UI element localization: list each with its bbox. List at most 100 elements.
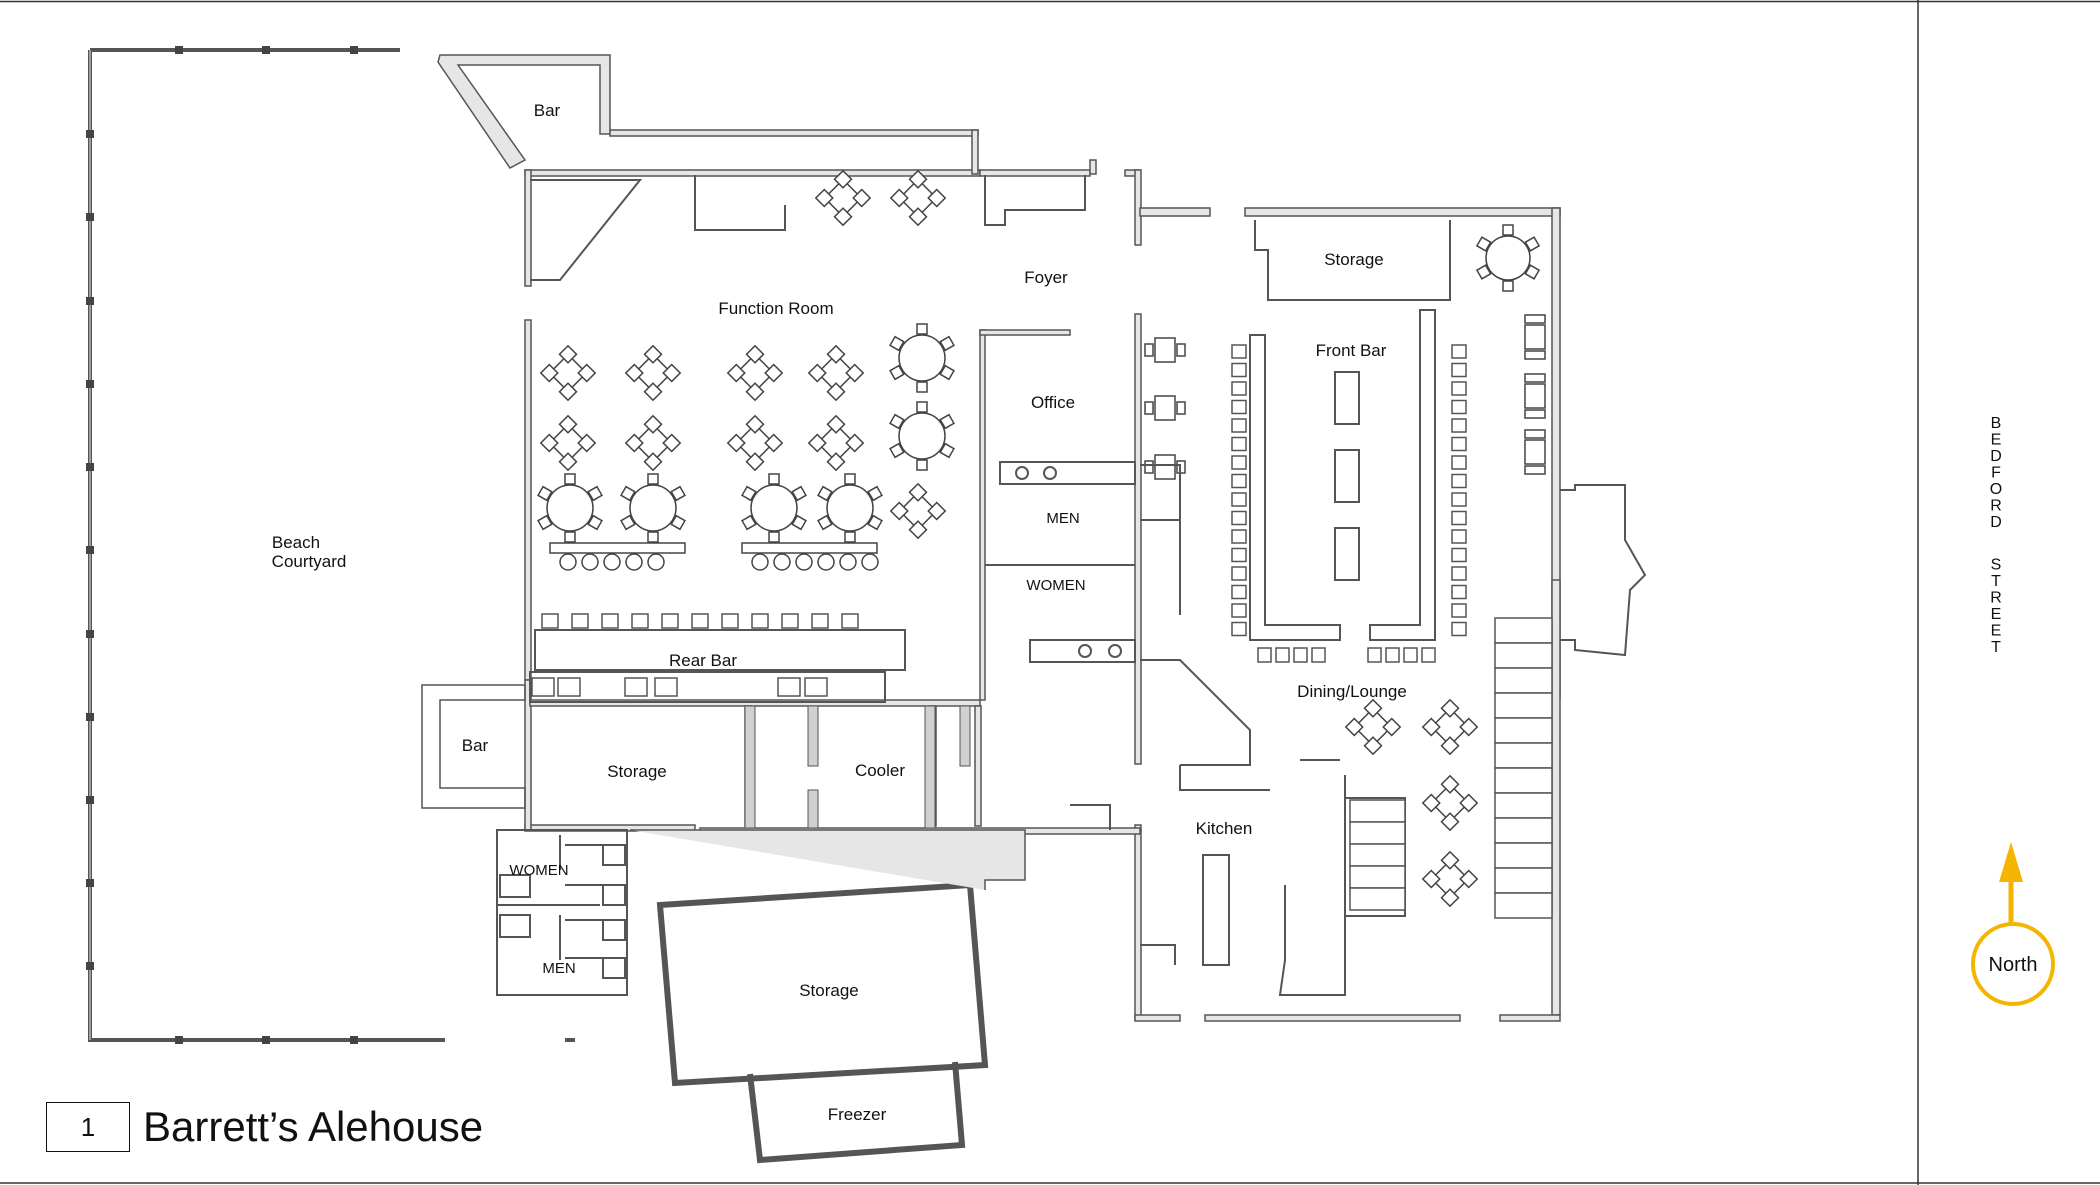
table-square [539,344,597,402]
bar-stool [1231,381,1247,396]
street-letter: E [1991,432,2002,449]
bar-stool [1231,492,1247,507]
north-arrow-head-icon [1999,842,2023,882]
rear-bar-stools [531,613,859,697]
room-label-office: Office [1031,393,1075,412]
room-label-freezer: Freezer [828,1105,887,1124]
bar-stool [1257,647,1272,663]
room-label-storage-south: Storage [799,981,859,1000]
table-two-top [1524,429,1546,475]
bar-stool [1451,344,1467,359]
stair-tread [1494,667,1553,694]
cabinet [777,677,801,697]
cabinet [531,677,555,697]
room-label-bar-west: Bar [462,736,489,755]
street-letter: R [1990,590,2002,607]
stair-tread [1494,892,1553,919]
drawing-number: 1 [46,1102,130,1152]
stair-tread [1349,799,1406,823]
bar-stool [1231,399,1247,415]
table-square [807,344,865,402]
street-letter: E [1991,606,2002,623]
street-letter: T [1991,573,2001,590]
bar-stool [1451,566,1467,581]
bar-stool [1451,584,1467,600]
room-label-men-lower: MEN [542,960,575,977]
room-label-storage-mid: Storage [607,762,667,781]
room-label-front-bar: Front Bar [1316,341,1387,360]
bar-stool [1367,647,1382,663]
table-two-top [1524,314,1546,360]
room-label-beach-courtyard-2: Courtyard [272,552,347,571]
drawing-title: Barrett’s Alehouse [143,1103,484,1150]
stair-tread [1494,792,1553,819]
cabinet [804,677,828,697]
bar-stool [1311,647,1326,663]
stair-tread [1494,867,1553,894]
bar-stool [1403,647,1418,663]
stair-tread [1349,865,1406,889]
stair-tread [1494,767,1553,794]
room-label-men-upper: MEN [1046,510,1079,527]
storage-cooler-walls [744,705,971,829]
beach-courtyard-fence [88,48,575,1042]
table-square [889,482,947,540]
table-square [1421,698,1479,756]
room-label-bar-top: Bar [534,101,561,120]
bar-stool [1421,647,1436,663]
stair-tread [1349,887,1406,911]
room-label-foyer: Foyer [1024,268,1068,287]
street-letter: S [1991,557,2002,574]
table-two-top [1144,337,1186,363]
stair-tread [1494,617,1553,644]
bar-stool [1231,510,1247,526]
front-bar-counter [1249,309,1436,641]
table-round [817,473,883,543]
room-label-dining-lounge: Dining/Lounge [1297,682,1407,701]
table-square [624,344,682,402]
street-letter: O [1990,481,2002,498]
stair-tread [1494,842,1553,869]
bar-stool [541,613,559,629]
table-round [1475,224,1541,292]
function-room-counters [530,175,1086,281]
table-square [814,169,872,227]
bar-stool [1451,492,1467,507]
bar-stool [841,613,859,629]
bar-stool [751,613,769,629]
bar-stool [1451,418,1467,433]
street-letter: T [1991,639,2001,656]
stair-tread [1494,717,1553,744]
bar-stool [1451,436,1467,452]
bar-stool [631,613,649,629]
table-square [726,344,784,402]
stair-tread [1494,692,1553,719]
table-square [539,414,597,472]
cabinet [557,677,581,697]
room-labels: Bar Function Room Foyer Storage Front Ba… [272,101,1407,1124]
front-bar-stools [1231,344,1467,663]
function-room-benches [549,542,879,571]
bar-stool [601,613,619,629]
room-label-beach-courtyard-1: Beach [272,533,320,552]
room-label-function-room: Function Room [718,299,833,318]
street-letter: D [1990,448,2002,465]
bar-stool [1451,547,1467,563]
bar-stool [1231,418,1247,433]
bar-stool [1231,603,1247,618]
table-square [624,414,682,472]
table-round [620,473,686,543]
street-letter: E [1991,623,2002,640]
bar-stool [1231,436,1247,452]
street-letter: B [1991,415,2002,432]
bar-stool [1231,547,1247,563]
bar-stool [1231,473,1247,489]
dining-tables [1344,698,1479,908]
west-bar [421,684,526,809]
rear-bar [529,629,906,703]
room-label-women-upper: WOMEN [1026,577,1085,594]
table-two-top [1524,373,1546,419]
